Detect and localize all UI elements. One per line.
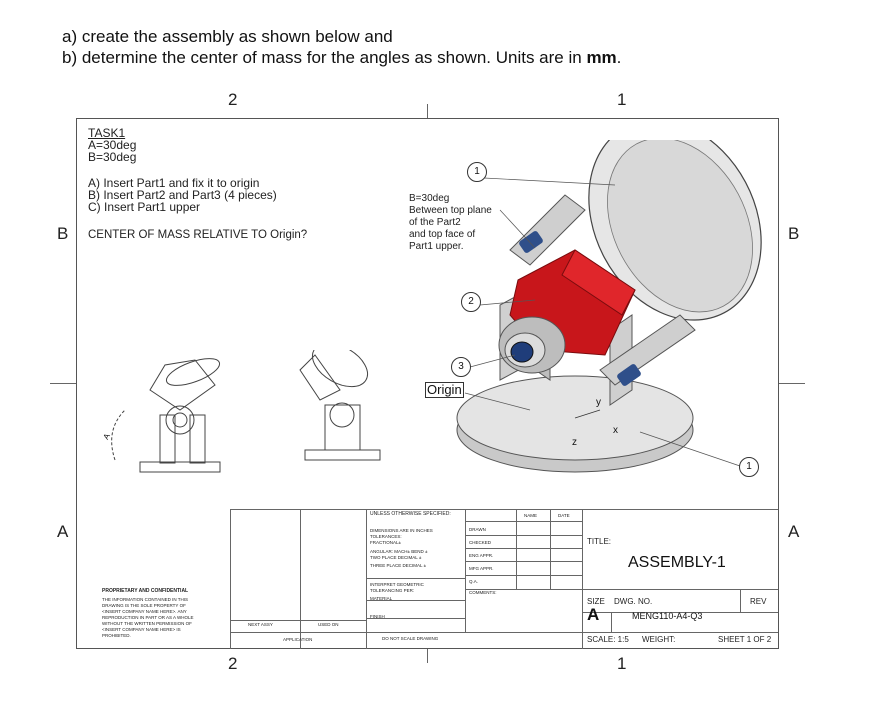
tb-size: A [587,605,600,624]
drawing-sheet-border [76,118,779,649]
balloon-1-top: 1 [467,162,487,182]
balloon-2: 2 [461,292,481,312]
proprietary-title: PROPRIETARY AND CONFIDENTIAL [102,588,189,594]
center-of-mass-question: CENTER OF MASS RELATIVE TO Origin? [88,229,308,241]
zone-left-a: A [57,522,69,541]
bolt-upper [519,231,543,253]
zone-top-2: 2 [228,90,238,109]
zone-right-b: B [788,224,800,243]
zone-tick-right [779,383,805,384]
side-views [111,350,381,473]
balloon-3: 3 [451,357,471,377]
tb-dwg-no: MENG110-A4-Q3 [632,611,703,621]
task-angle-a: A=30deg [88,138,137,152]
task-step-a: A) Insert Part1 and fix it to origin [88,176,260,190]
task-step-c: C) Insert Part1 upper [88,200,201,214]
zone-right-a: A [788,522,800,541]
angle-note: B=30deg Between top plane of the Part2 a… [409,193,492,252]
instruction-line-a: a) create the assembly as shown below an… [62,27,393,46]
zone-top-1: 1 [617,90,627,109]
zone-tick-left [50,383,76,384]
balloon-1-bottom: 1 [739,457,759,477]
instruction-line-b: b) determine the center of mass for the … [62,48,622,67]
zone-tick-top [427,104,428,118]
zone-left-b: B [57,224,69,243]
axis-x-label: x [613,425,618,436]
zone-bottom-1: 1 [617,654,627,673]
task-angle-b: B=30deg [88,150,137,164]
task-step-b: B) Insert Part2 and Part3 (4 pieces) [88,188,277,202]
side-view-left [111,358,221,473]
zone-bottom-2: 2 [228,654,238,673]
tb-title: ASSEMBLY-1 [628,554,726,571]
bolt-lower [617,364,641,386]
assembly-isometric-view [456,140,762,473]
task-title: TASK1 [88,126,126,140]
pivot-pin [510,341,534,363]
side-view-right [299,350,381,461]
upper-arm-right [599,314,696,386]
tb-dims: DIMENSIONS ARE IN INCHES [370,528,433,533]
zone-tick-bottom [427,649,428,663]
axis-z-label: z [572,437,577,448]
origin-label: Origin [425,382,464,398]
tb-title-label: TITLE: [587,537,612,546]
axis-y-label: y [596,397,601,408]
tb-unless: UNLESS OTHERWISE SPECIFIED: [370,511,451,517]
